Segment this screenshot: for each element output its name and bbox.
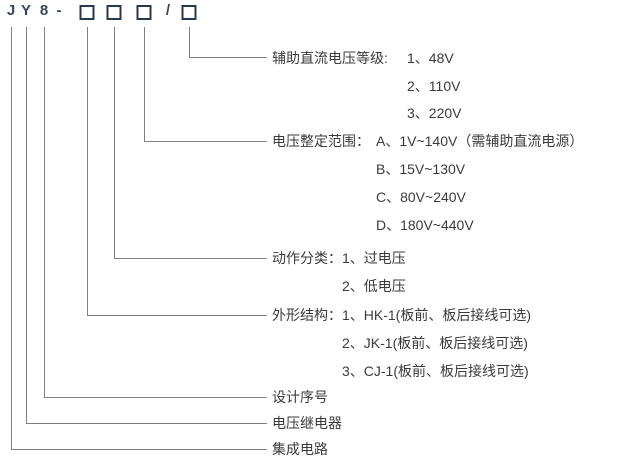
connector-action-category [114, 27, 267, 259]
label-integrated-circuit: 集成电路 [272, 441, 328, 457]
label-voltage-relay: 电压继电器 [272, 415, 342, 431]
label-action-category: 动作分类： [272, 250, 342, 266]
option-aux-dc-2: 2、110V [407, 78, 461, 94]
connector-aux-dc-voltage-grade [189, 27, 267, 58]
code-placeholder-box-2 [106, 5, 122, 20]
option-action-1: 1、过电压 [342, 250, 406, 266]
option-range-d: D、180V~440V [376, 217, 474, 233]
code-placeholder-box-4 [181, 5, 197, 20]
option-structure-1: 1、HK-1(板前、板后接线可选) [342, 307, 532, 323]
code-digit-8: 8 [39, 2, 49, 19]
option-aux-dc-3: 3、220V [407, 105, 462, 121]
code-placeholder-box-3 [136, 5, 152, 20]
option-range-a: A、1V~140V（需辅助直流电源） [376, 133, 584, 149]
connector-voltage-setting-range [144, 27, 267, 142]
option-action-2: 2、低电压 [342, 278, 406, 294]
code-letter-j: J [6, 2, 16, 19]
option-range-c: C、80V~240V [376, 189, 466, 205]
connector-outline-structure [87, 27, 267, 316]
label-voltage-setting-range: 电压整定范围： [272, 133, 370, 149]
label-aux-dc-voltage-grade: 辅助直流电压等级: [272, 50, 388, 66]
label-design-serial-number: 设计序号 [272, 389, 328, 405]
connector-voltage-relay [26, 27, 267, 424]
code-placeholder-box-1 [79, 5, 95, 20]
code-dash: - [56, 2, 62, 19]
code-slash: / [165, 2, 171, 19]
option-aux-dc-1: 1、48V [407, 50, 454, 66]
code-letter-y: Y [20, 2, 32, 19]
connector-design-serial-number [44, 27, 267, 398]
option-structure-2: 2、JK-1(板前、板后接线可选) [342, 335, 528, 351]
label-outline-structure: 外形结构： [272, 307, 342, 323]
connector-integrated-circuit [11, 27, 267, 450]
option-range-b: B、15V~130V [376, 161, 466, 177]
option-structure-3: 3、CJ-1(板前、板后接线可选) [342, 363, 529, 379]
